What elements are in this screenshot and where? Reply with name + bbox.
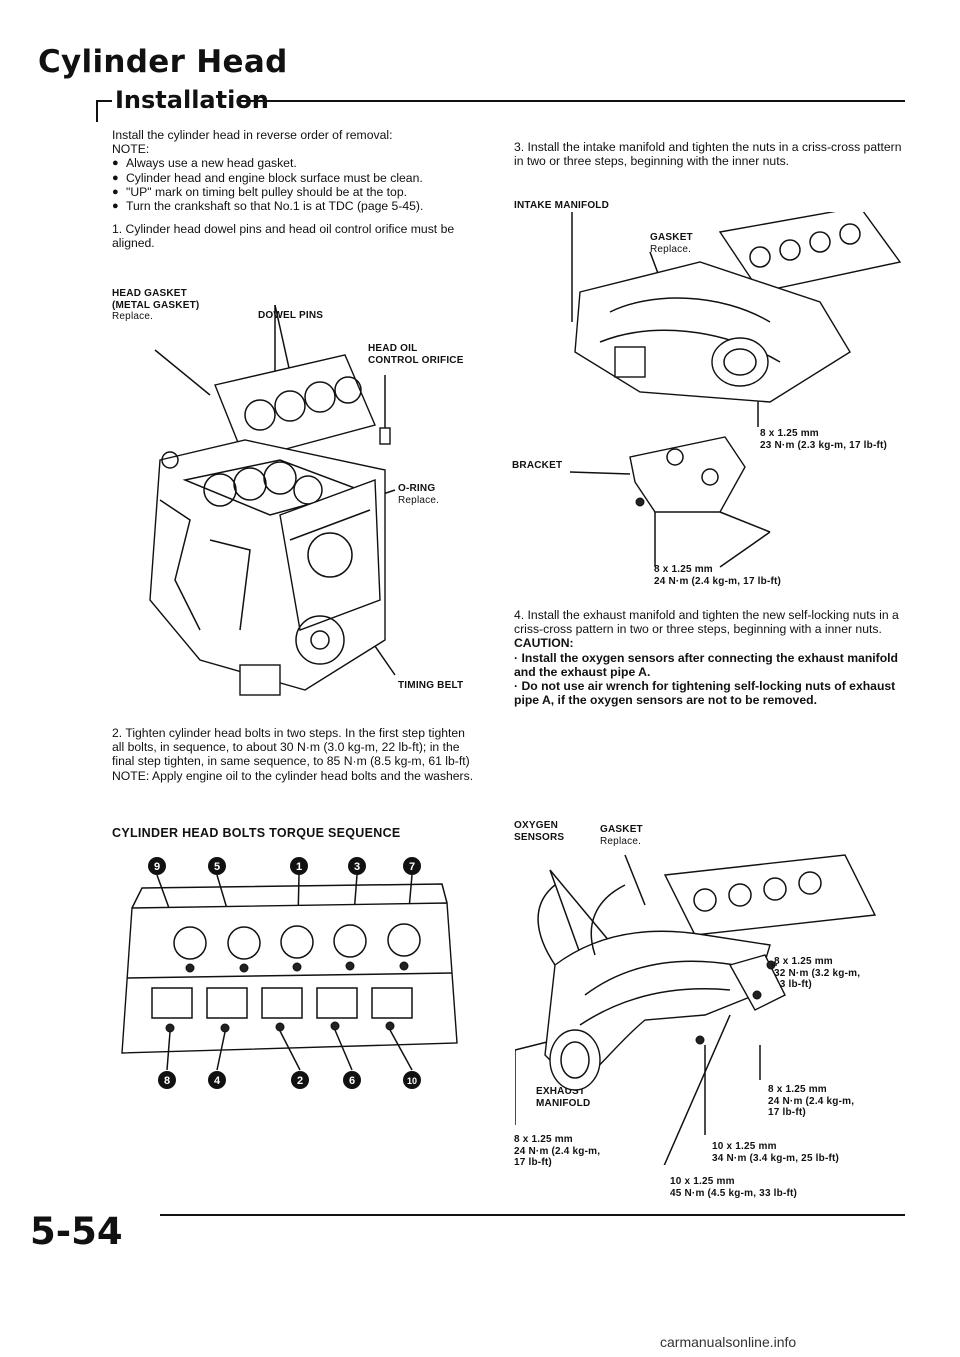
sequence-number-label: 8 (164, 1075, 170, 1087)
label-exhaust-gasket: GASKET Replace. (600, 824, 643, 847)
section-rule-right (237, 100, 905, 102)
sequence-number-label: 10 (407, 1076, 417, 1086)
sequence-number-label: 2 (297, 1075, 303, 1087)
page-title: Cylinder Head (38, 44, 288, 80)
sequence-number (208, 1071, 226, 1089)
label-oil-orifice: HEAD OIL CONTROL ORIFICE (368, 343, 464, 366)
page-number: 5-54 (30, 1210, 123, 1253)
sequence-number (290, 857, 308, 875)
label-timing-belt: TIMING BELT (398, 680, 464, 691)
exhaust-manifold-illustration (515, 854, 877, 1165)
intake-manifold-illustration (569, 212, 902, 568)
torque-sequence-heading: CYLINDER HEAD BOLTS TORQUE SEQUENCE (112, 826, 401, 840)
label-dowel-pins: DOWEL PINS (258, 310, 324, 321)
sequence-number-label: 6 (349, 1075, 355, 1087)
intro-block: Install the cylinder head in reverse ord… (112, 128, 468, 213)
rocker-area (151, 987, 413, 1019)
bolt-sequence-top: 9 5 1 3 7 (148, 857, 421, 875)
step-2: 2. Tighten cylinder head bolts in two st… (112, 726, 474, 783)
step-1: 1. Cylinder head dowel pins and head oil… (112, 222, 455, 251)
watermark: carmanualsonline.info (660, 1334, 797, 1350)
sequence-number (208, 857, 226, 875)
footer-rule (160, 1214, 905, 1216)
label-oxygen-sensors: OXYGEN SENSORS (514, 820, 565, 843)
note-item: Always use a new head gasket. (112, 156, 468, 170)
sequence-number-label: 7 (409, 861, 415, 873)
label-intake-manifold: INTAKE MANIFOLD (514, 200, 610, 211)
label-exhaust-spec-a: 8 x 1.25 mm 32 N·m (3.2 kg-m, 23 lb-ft) (774, 956, 861, 990)
label-bracket: BRACKET (512, 460, 563, 471)
sequence-number-label: 3 (354, 861, 360, 873)
note-label: NOTE: (112, 142, 150, 157)
note-item: Turn the crankshaft so that No.1 is at T… (112, 199, 468, 213)
bolt-sequence-bottom: 8 4 2 6 10 (158, 1071, 421, 1089)
sequence-number-label: 4 (214, 1075, 221, 1087)
caution-item: · Install the oxygen sensors after conne… (514, 650, 898, 679)
label-exhaust-spec-d: 10 x 1.25 mm 34 N·m (3.4 kg-m, 25 lb-ft) (712, 1141, 840, 1164)
label-o-ring: O-RING Replace. (398, 483, 440, 506)
sequence-number (403, 857, 421, 875)
sequence-number (291, 1071, 309, 1089)
intro-lead: Install the cylinder head in reverse ord… (112, 128, 393, 142)
sequence-number (348, 857, 366, 875)
sequence-number (148, 857, 166, 875)
sequence-number-label: 5 (214, 861, 220, 873)
label-intake-spec-1: 8 x 1.25 mm 23 N·m (2.3 kg-m, 17 lb-ft) (760, 428, 888, 451)
sequence-number (403, 1071, 421, 1089)
label-exhaust-spec-e: 10 x 1.25 mm 45 N·m (4.5 kg-m, 33 lb-ft) (670, 1176, 798, 1199)
label-intake-gasket: GASKET Replace. (650, 232, 693, 255)
camshaft-journals (173, 923, 421, 960)
step-4: 4. Install the exhaust manifold and tigh… (514, 608, 906, 707)
caution-item: · Do not use air wrench for tightening s… (514, 679, 896, 708)
head-bolts (165, 961, 409, 1033)
sequence-number (158, 1071, 176, 1089)
note-list: Always use a new head gasket. Cylinder h… (112, 156, 468, 213)
cylinder-head-bolt-diagram: 9 5 1 3 7 8 4 2 6 10 (121, 857, 458, 1089)
label-exhaust-spec-c: 8 x 1.25 mm 24 N·m (2.4 kg-m, 17 lb-ft) (768, 1084, 855, 1118)
step-3: 3. Install the intake manifold and tight… (514, 140, 902, 169)
sequence-number-label: 1 (296, 861, 302, 873)
label-exhaust-spec-b: 8 x 1.25 mm 24 N·m (2.4 kg-m, 17 lb-ft) (514, 1134, 601, 1168)
label-intake-spec-2: 8 x 1.25 mm 24 N·m (2.4 kg-m, 17 lb-ft) (654, 564, 782, 587)
engine-block-illustration (149, 304, 396, 696)
section-rule-vertical (96, 100, 98, 122)
note-item: Cylinder head and engine block surface m… (112, 171, 468, 185)
sequence-number (343, 1071, 361, 1089)
sequence-number-label: 9 (154, 861, 160, 873)
label-exhaust-manifold: EXHAUST MANIFOLD (536, 1086, 591, 1109)
section-rule-left (96, 100, 112, 102)
note-item: "UP" mark on timing belt pulley should b… (112, 185, 468, 199)
label-head-gasket: HEAD GASKET (METAL GASKET) Replace. (112, 288, 200, 322)
